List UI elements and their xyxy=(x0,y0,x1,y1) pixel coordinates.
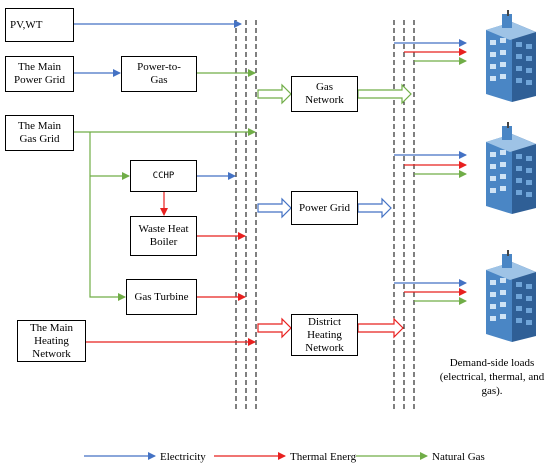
node-main-power-grid: The Main Power Grid xyxy=(5,56,74,92)
electricity-flows xyxy=(74,20,467,287)
thermal-flows xyxy=(86,48,467,346)
node-district-heating-network: District Heating Network xyxy=(291,314,358,356)
legend-thermal: Thermal Energ xyxy=(290,451,357,463)
node-main-heating-network: The Main Heating Network xyxy=(17,320,86,362)
node-gas-turbine: Gas Turbine xyxy=(126,279,197,315)
node-power-grid: Power Grid xyxy=(291,191,358,225)
legend-electricity: Electricity xyxy=(160,451,206,463)
node-pv-wt: PV,WT xyxy=(5,8,74,42)
gas-flows xyxy=(74,57,467,305)
node-waste-heat-boiler: Waste Heat Boiler xyxy=(130,216,197,256)
node-main-gas-grid: The Main Gas Grid xyxy=(5,115,74,151)
building-icon xyxy=(486,122,536,214)
right-bus xyxy=(393,20,415,410)
node-cchp: CCHP xyxy=(130,160,197,192)
node-gas-network: Gas Network xyxy=(291,76,358,112)
left-bus xyxy=(235,20,257,410)
block-arrows xyxy=(257,83,412,339)
legend-natural-gas: Natural Gas xyxy=(432,451,485,463)
building-icon xyxy=(486,10,536,102)
node-power-to-gas: Power-to-Gas xyxy=(121,56,197,92)
building-icon xyxy=(486,250,536,342)
demand-side-label: Demand-side loads (electrical, thermal, … xyxy=(439,357,545,397)
